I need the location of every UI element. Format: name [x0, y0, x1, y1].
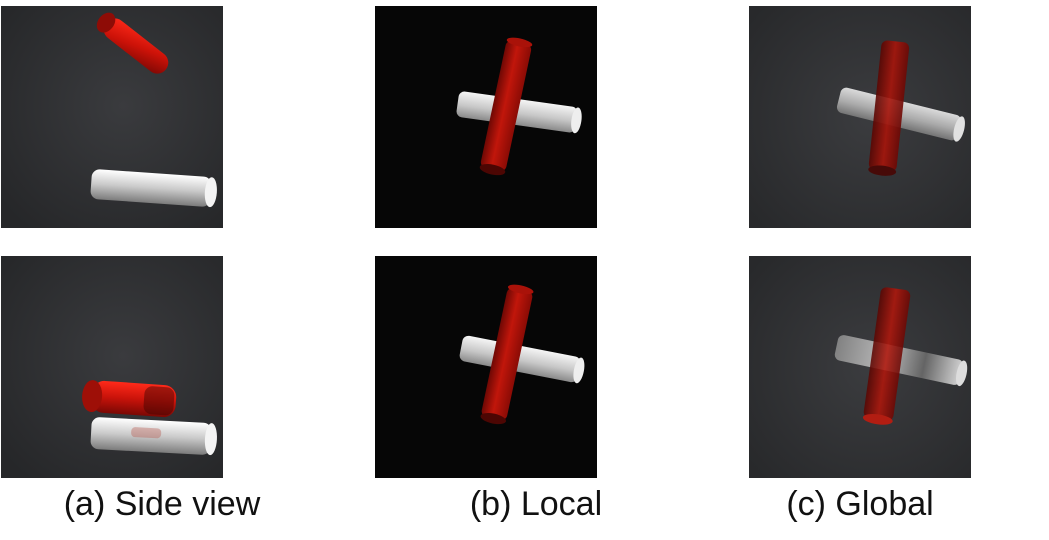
- global-top-panel: [749, 6, 971, 228]
- red-cylinder: [479, 37, 533, 176]
- side-view-top-panel: [1, 6, 223, 228]
- red-cylinder: [82, 380, 177, 418]
- global-caption: (c) Global: [786, 485, 934, 523]
- side-view-bottom-panel: [1, 256, 223, 478]
- white-cylinder: [90, 417, 217, 456]
- local-top-panel: [375, 6, 597, 228]
- red-cylinder: [868, 40, 910, 176]
- local-caption: (b) Local: [469, 485, 603, 523]
- local-bottom-panel: [375, 256, 597, 478]
- red-cylinder: [862, 287, 911, 425]
- white-cylinder: [459, 335, 585, 384]
- white-cylinder: [90, 169, 217, 208]
- global-bottom-panel: [749, 256, 971, 478]
- side-view-caption: (a) Side view: [63, 485, 261, 523]
- red-cylinder: [480, 284, 534, 425]
- red-cylinder: [96, 12, 169, 74]
